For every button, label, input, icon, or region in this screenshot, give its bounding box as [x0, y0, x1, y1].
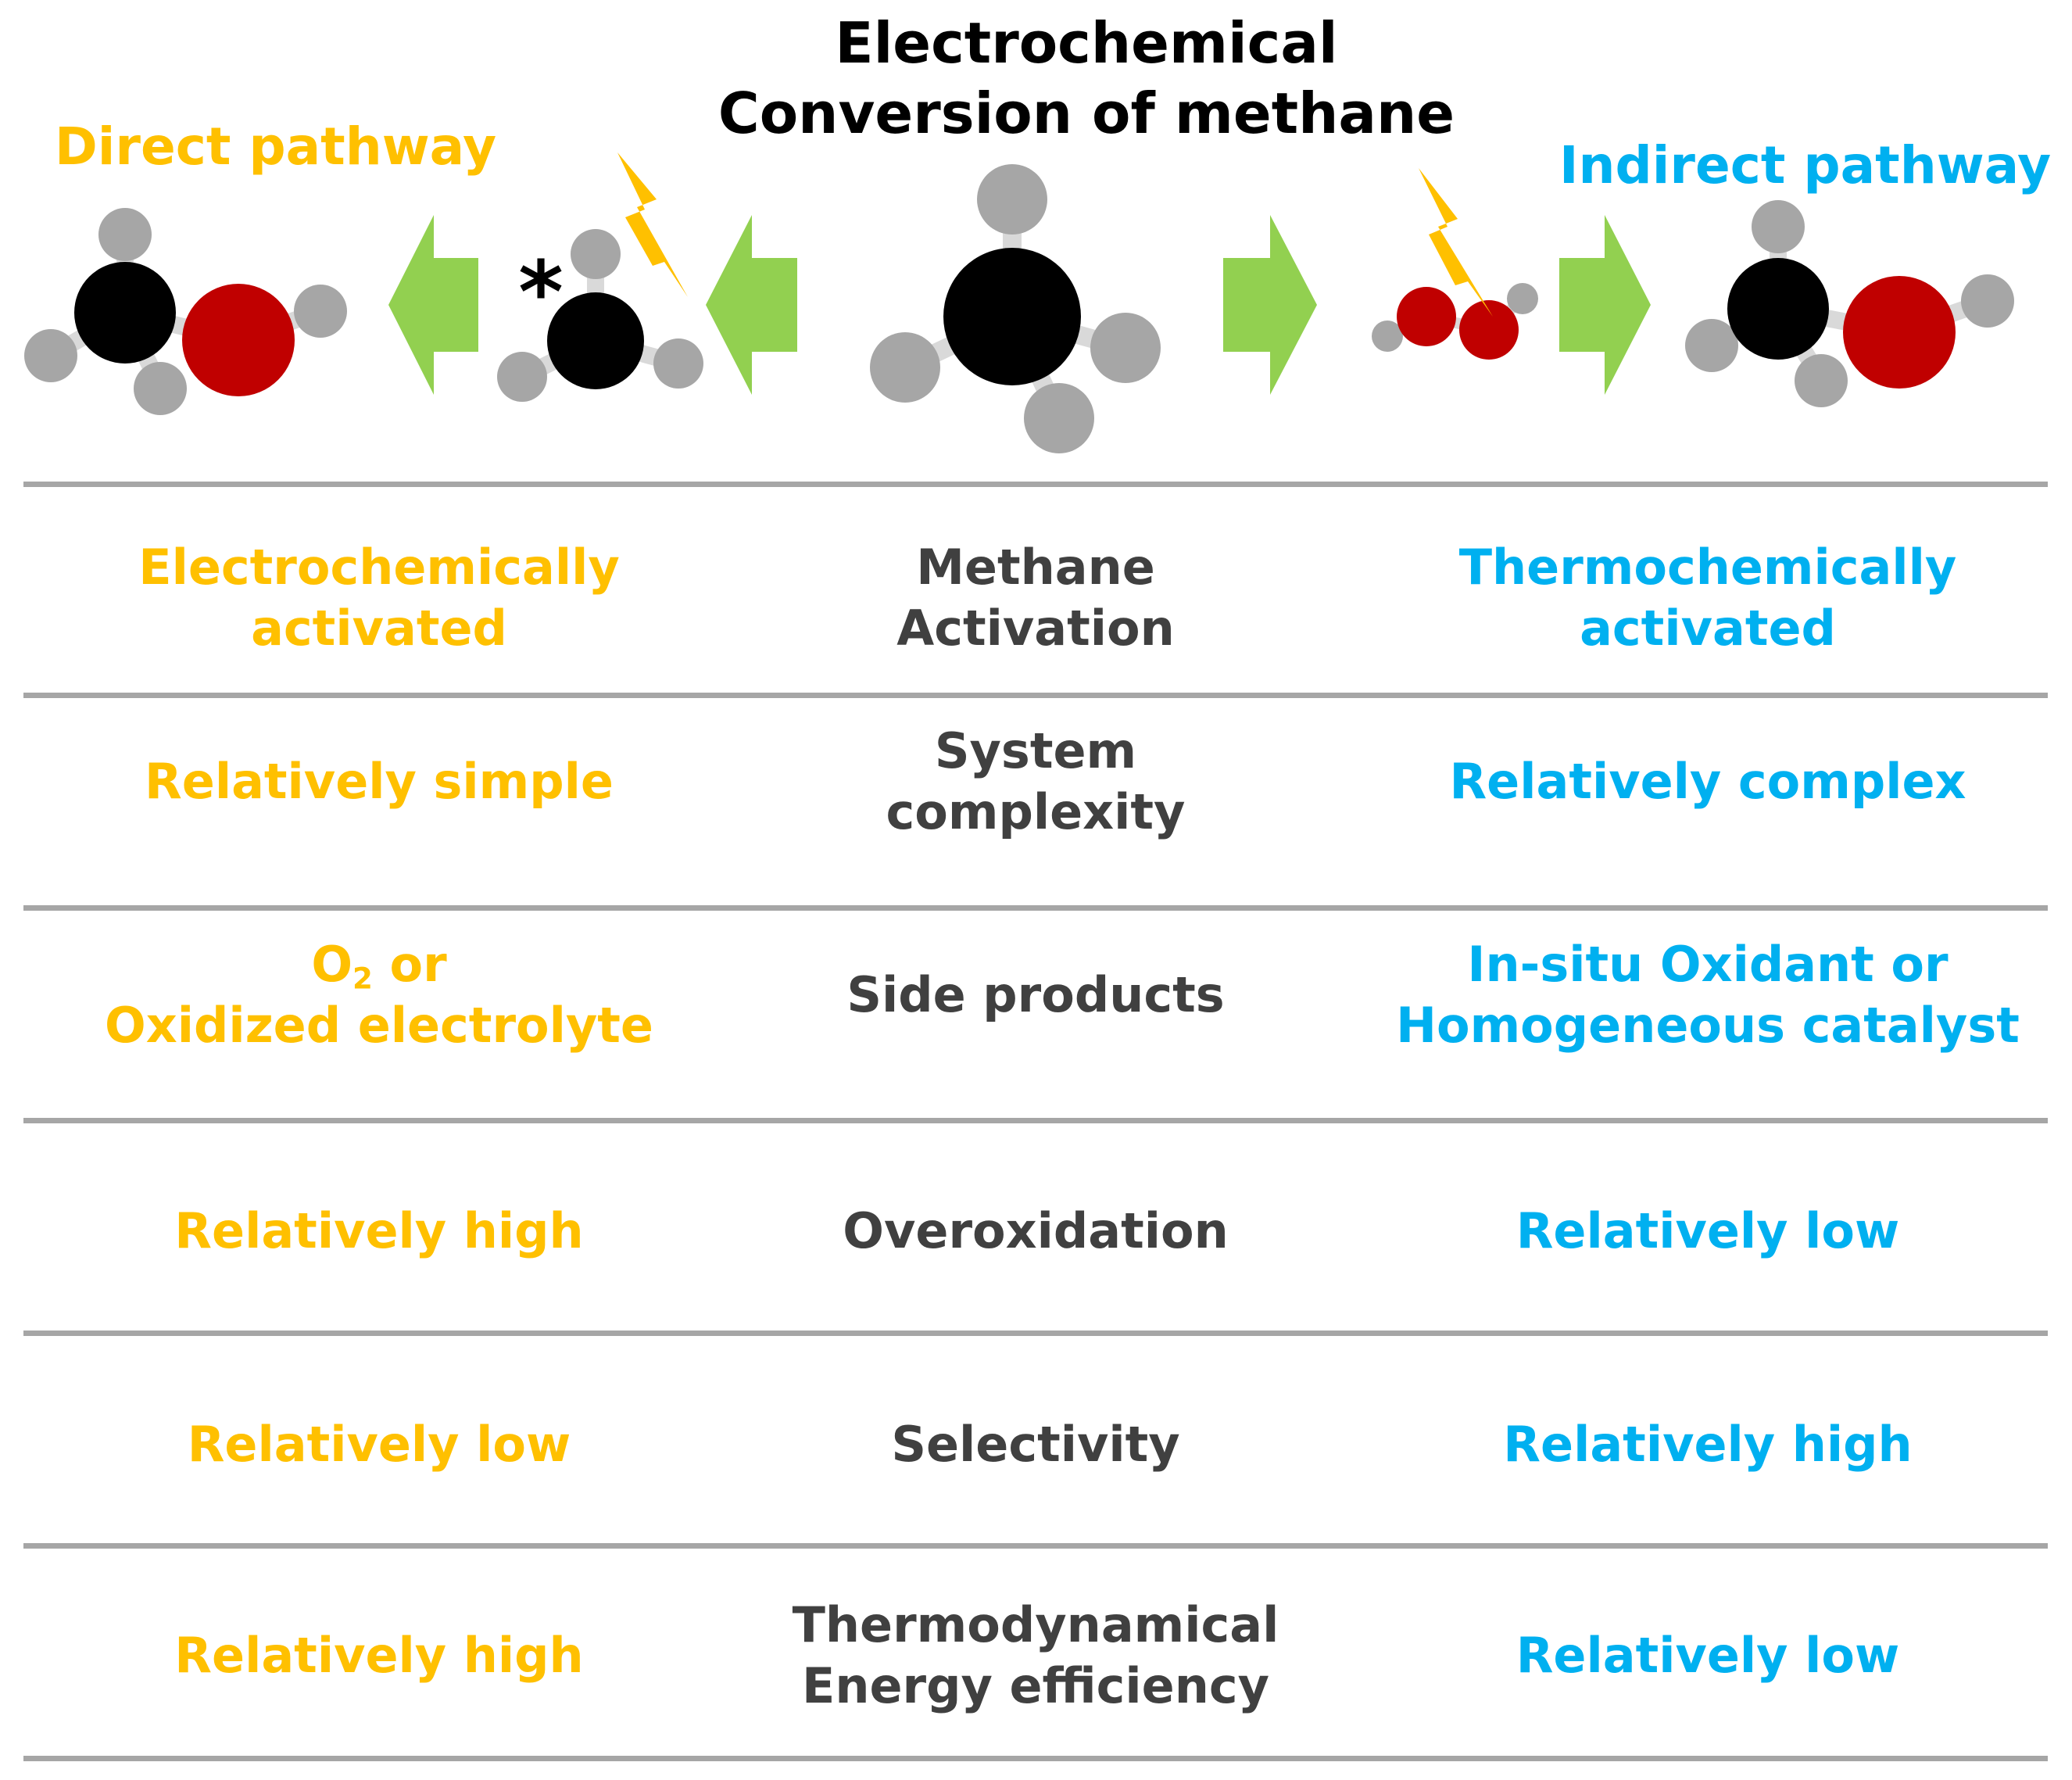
table-divider	[23, 1543, 2048, 1549]
cell-line: Relatively low	[1516, 1202, 1900, 1259]
table-row-indirect-cell: In-situ Oxidant or Homogeneous catalyst	[1364, 934, 2052, 1056]
cell-line: Thermodynamical	[792, 1596, 1279, 1653]
cell-line: Relatively high	[174, 1202, 584, 1259]
methanol-indirect-icon	[1685, 200, 2014, 407]
arrow-right-icon	[1223, 215, 1317, 395]
cell-line: Activation	[896, 600, 1175, 657]
o2-formula: O2 or	[311, 936, 447, 996]
cell-line: O2 or	[35, 934, 723, 995]
table-divider	[23, 693, 2048, 698]
direct-pathway-label: Direct pathway	[55, 116, 497, 177]
cell-line: Side products	[846, 966, 1225, 1023]
cell-line: System	[934, 722, 1137, 779]
methanol-direct-icon	[24, 208, 347, 415]
lightning-icon	[617, 152, 688, 297]
arrow-right-icon	[1559, 215, 1651, 395]
cell-line: activated	[251, 600, 507, 657]
table-row-indirect-cell: Relatively low	[1364, 1201, 2052, 1262]
table-row-criterion-cell: Side products	[692, 965, 1380, 1026]
cell-line: Relatively low	[187, 1416, 571, 1473]
cell-line: Overoxidation	[843, 1202, 1229, 1259]
table-row-direct-cell: Relatively low	[35, 1414, 723, 1475]
table-divider	[23, 1756, 2048, 1761]
lightning-icon	[1419, 168, 1493, 317]
cell-line: In-situ Oxidant or	[1467, 936, 1949, 993]
table-row-criterion-cell: Methane Activation	[692, 537, 1380, 659]
table-row-direct-cell: O2 or Oxidized electrolyte	[35, 934, 723, 1056]
cell-line: Thermochemically	[1458, 539, 1957, 596]
table-divider	[23, 905, 2048, 911]
arrow-left-icon	[706, 215, 797, 395]
methane-molecule-icon	[870, 164, 1161, 453]
title-line-1: Electrochemical	[835, 10, 1338, 76]
table-row-indirect-cell: Relatively high	[1364, 1414, 2052, 1475]
table-row-criterion-cell: Overoxidation	[692, 1201, 1380, 1262]
table-row-criterion-cell: Thermodynamical Energy efficiency	[692, 1595, 1380, 1717]
cell-line: Relatively high	[174, 1627, 584, 1684]
cell-line: Selectivity	[891, 1416, 1180, 1473]
cell-line: complexity	[886, 783, 1186, 840]
table-divider	[23, 1118, 2048, 1123]
oxidant-species-icon	[1372, 283, 1538, 360]
cell-line: Relatively complex	[1449, 753, 1966, 810]
cell-line: Energy efficiency	[801, 1657, 1270, 1714]
methyl-radical-icon	[497, 229, 703, 402]
table-row-indirect-cell: Relatively complex	[1364, 751, 2052, 812]
cell-line: Relatively high	[1503, 1416, 1913, 1473]
table-divider	[23, 1331, 2048, 1336]
cell-line: Oxidized electrolyte	[105, 997, 653, 1054]
radical-marker: *	[518, 242, 564, 342]
title-line-2: Conversion of methane	[718, 81, 1455, 146]
cell-line: Homogeneous catalyst	[1396, 997, 2020, 1054]
indirect-pathway-label: Indirect pathway	[1559, 135, 2052, 195]
cell-line: Relatively simple	[145, 753, 614, 810]
table-row-criterion-cell: Selectivity	[692, 1414, 1380, 1475]
cell-line: Electrochemically	[138, 539, 620, 596]
table-row-criterion-cell: System complexity	[692, 721, 1380, 843]
arrow-left-icon	[388, 215, 478, 395]
diagram-title: Electrochemical Conversion of methane	[610, 8, 1563, 149]
table-row-indirect-cell: Thermochemically activated	[1364, 537, 2052, 659]
table-row-direct-cell: Relatively high	[35, 1625, 723, 1686]
table-divider	[23, 482, 2048, 487]
cell-line: activated	[1580, 600, 1836, 657]
cell-line: Methane	[916, 539, 1155, 596]
table-row-indirect-cell: Relatively low	[1364, 1625, 2052, 1686]
reaction-scheme: *	[24, 152, 2014, 453]
table-row-direct-cell: Electrochemically activated	[35, 537, 723, 659]
table-row-direct-cell: Relatively simple	[35, 751, 723, 812]
table-row-direct-cell: Relatively high	[35, 1201, 723, 1262]
cell-line: Relatively low	[1516, 1627, 1900, 1684]
